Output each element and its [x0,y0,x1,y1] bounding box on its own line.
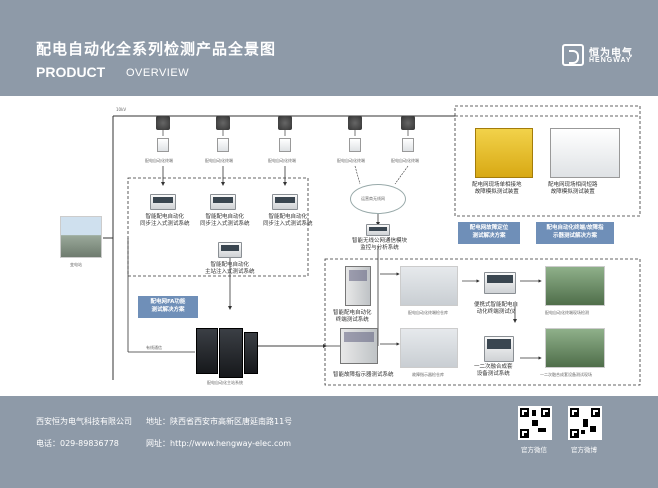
phase-short-device-label: 配电网现场相间短路 故障模拟测试装置 [548,182,598,195]
terminal-label-4: 配电自动化终端 [337,158,365,163]
company-address: 地址：陕西省西安市高新区唐延南路11号 [146,417,293,426]
terminal-box-2 [217,138,229,152]
page-title: 配电自动化全系列检测产品全景图 [36,40,277,58]
pole-switch-4 [348,116,362,130]
fusion-tester-label: 一二次融合成套 设备测试系统 [474,364,513,377]
terminal-warehouse-label: 配电自动化终端检仓库 [408,310,448,315]
wechat-qr-label: 官方微信 [521,446,547,454]
weibo-qr-label: 官方微博 [571,446,597,454]
terminal-box-3 [279,138,291,152]
operator-network-label: 运营商无线网 [361,196,385,201]
master-server-rack-1 [196,328,218,374]
bus-voltage-label: 10kV [116,107,127,112]
indicator-warehouse-photo [400,328,458,368]
terminal-box-5 [402,138,414,152]
substation-photo [60,216,102,258]
fa-solution-box: 配电网FA功能 测试解决方案 [138,296,198,318]
wechat-qr-code[interactable] [518,406,552,440]
terminal-label-5: 配电自动化终端 [391,158,419,163]
fusion-tester-device [484,336,514,362]
master-system-label: 配电自动化主站系统 [207,380,243,385]
master-injection-device [218,242,242,258]
terminal-field-label: 配电自动化终端现场检测 [545,310,589,315]
pole-switch-5 [401,116,415,130]
sync-tester-1 [150,194,176,210]
single-phase-device-photo [475,128,533,178]
sync-system-label-2: 智能配电自动化 同步注入式测试系统 [200,214,250,227]
wireless-monitor-label: 智能无线公网通信模块 监控与分析系统 [352,238,408,251]
master-server-rack-2 [219,328,243,378]
product-diagram: 10kV 配电自动化终端 配电自动化终端 配电自动化终端 配电自动化终端 配电自… [0,96,658,396]
terminal-label-1: 配电自动化终端 [145,158,173,163]
sync-tester-2 [210,194,236,210]
substation-label: 变电站 [70,262,82,267]
terminal-label-2: 配电自动化终端 [205,158,233,163]
header-banner: 配电自动化全系列检测产品全景图 PRODUCT OVERVIEW 恒为电气 HE… [0,0,658,96]
terminal-warehouse-photo [400,266,458,306]
terminal-label-3: 配电自动化终端 [268,158,296,163]
terminal-test-cabinet [345,266,371,306]
field-device-frame [454,105,641,217]
company-website[interactable]: 网址：http://www.hengway-elec.com [146,439,292,448]
master-injection-label: 智能配电自动化 主站注入式测试系统 [205,262,255,275]
page-subtitle-main: PRODUCT [36,64,106,80]
terminal-box-4 [349,138,361,152]
indicator-solution-box: 配电自动化终端/故障指 示器测试解决方案 [536,222,614,244]
indicator-test-system-label: 智能故障指示器测试系统 [333,372,394,378]
weibo-qr-code[interactable] [568,406,602,440]
indicator-warehouse-label: 故障指示器检仓库 [412,372,444,377]
terminal-box-1 [157,138,169,152]
logo-mark-icon [562,44,584,66]
sync-system-label-1: 智能配电自动化 同步注入式测试系统 [140,214,190,227]
phase-short-device-photo [550,128,620,178]
terminal-test-system-label: 智能配电自动化 终端测试系统 [333,310,372,323]
operator-network-cloud [350,184,406,214]
page-subtitle-overview: OVERVIEW [126,67,190,79]
indicator-test-cabinet [340,328,378,364]
pole-switch-1 [156,116,170,130]
sync-system-label-3: 智能配电自动化 同步注入式测试系统 [263,214,313,227]
company-phone: 电话：029-89836778 [36,439,119,448]
logo-text-en: HENGWAY [589,57,632,64]
footer-banner: 西安恒为电气科技有限公司 电话：029-89836778 地址：陕西省西安市高新… [0,396,658,488]
fault-location-solution-box: 配电网故障定位 测试解决方案 [458,222,520,244]
wired-comm-label: 有线通信 [146,345,162,350]
sync-system-frame [127,177,309,277]
company-logo: 恒为电气 HENGWAY [562,44,642,68]
master-server-rack-3 [244,332,258,374]
terminal-test-frame [324,258,641,386]
terminal-field-photo [545,266,605,306]
fusion-field-label: 一二次融合成套设备测试现场 [540,372,592,377]
company-name: 西安恒为电气科技有限公司 [36,417,132,426]
pole-switch-3 [278,116,292,130]
sync-tester-3 [272,194,298,210]
logo-text-cn: 恒为电气 [589,48,633,59]
portable-tester-label: 便携式智能配电自 动化终端测试仪 [474,302,519,315]
fusion-field-photo [545,328,605,368]
single-phase-device-label: 配电网现场单相接地 故障模拟测试装置 [472,182,522,195]
portable-tester-device [484,272,516,294]
wireless-monitor-device [366,224,390,236]
pole-switch-2 [216,116,230,130]
